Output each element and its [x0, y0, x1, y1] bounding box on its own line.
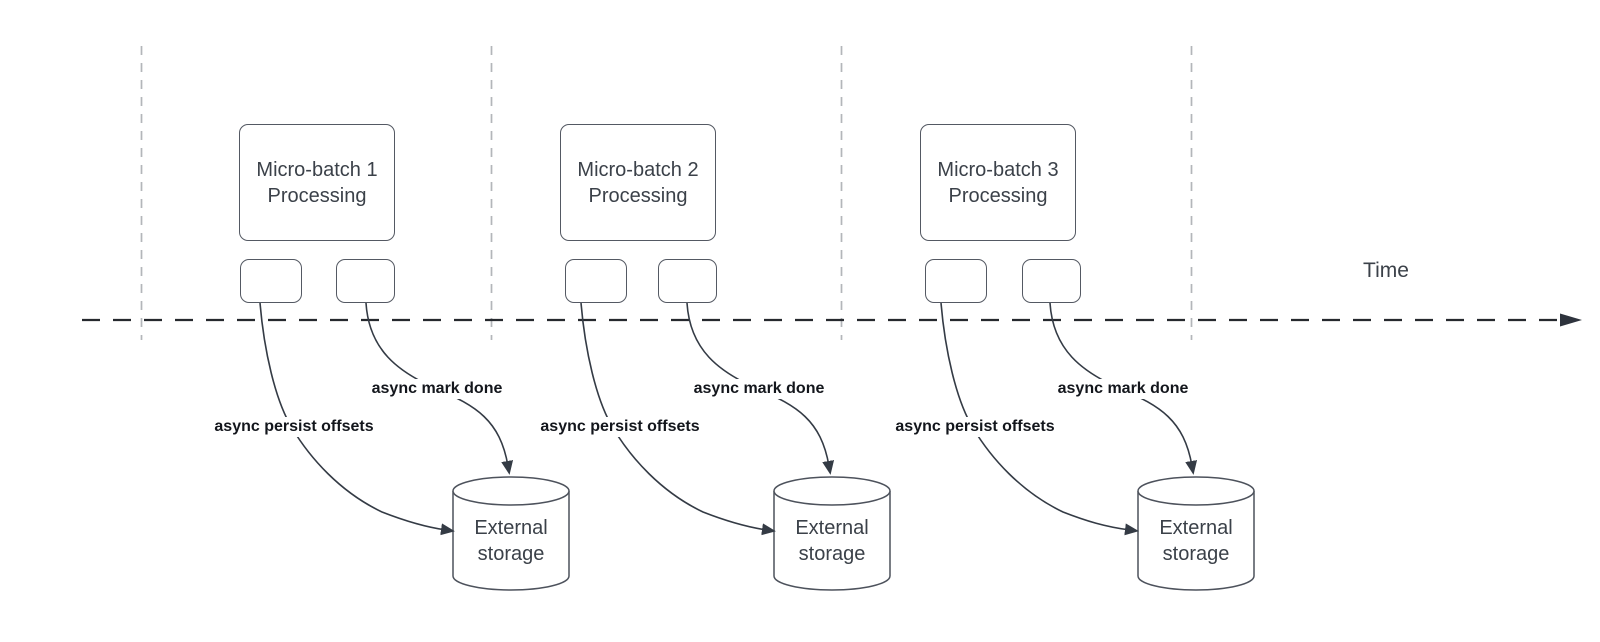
batch-2-persist-arrow	[580, 302, 776, 536]
batch-1-done-box	[336, 259, 395, 303]
batch-3-persist-arrow	[940, 302, 1139, 536]
interval-gridlines	[140, 46, 1193, 340]
batch-2-persist-box	[565, 259, 627, 303]
batch-2-storage-label: External storage	[795, 517, 869, 565]
batch-2-storage-cylinder-top	[773, 476, 891, 506]
batch-3-persist-arrow-label: async persist offsets	[892, 417, 1058, 437]
batch-1-storage-cylinder-top	[452, 476, 570, 506]
time-axis-label: Time	[1363, 259, 1409, 282]
batch-1-storage-cylinder	[452, 491, 570, 591]
batch-1-storage-label: External storage	[474, 517, 548, 565]
batch-2-processing-box: Micro-batch 2 Processing	[560, 124, 716, 241]
batch-2-processing-label: Micro-batch 2 Processing	[577, 158, 699, 207]
storage-cylinders	[452, 476, 1255, 591]
batch-3-done-arrow-label: async mark done	[1054, 379, 1192, 399]
batch-3-done-box	[1022, 259, 1081, 303]
batch-1-processing-box: Micro-batch 1 Processing	[239, 124, 395, 241]
batch-2-done-box	[658, 259, 717, 303]
batch-3-storage-cylinder	[1137, 491, 1255, 591]
time-axis	[82, 313, 1582, 327]
batch-3-storage-label: External storage	[1159, 517, 1233, 565]
time-axis-arrowhead-icon	[1560, 313, 1582, 327]
batch-3-processing-label: Micro-batch 3 Processing	[937, 158, 1059, 207]
batch-2-done-arrow-label: async mark done	[690, 379, 828, 399]
batch-3-persist-box	[925, 259, 987, 303]
batch-3-storage-cylinder-top	[1137, 476, 1255, 506]
batch-2-persist-arrow-label: async persist offsets	[537, 417, 703, 437]
batch-1-persist-arrow-label: async persist offsets	[211, 417, 377, 437]
batch-1-persist-arrow	[259, 302, 455, 536]
batch-2-storage-cylinder	[773, 491, 891, 591]
batch-1-processing-label: Micro-batch 1 Processing	[256, 158, 378, 207]
batch-1-persist-box	[240, 259, 302, 303]
batch-1-done-arrow-label: async mark done	[368, 379, 506, 399]
batch-3-processing-box: Micro-batch 3 Processing	[920, 124, 1076, 241]
